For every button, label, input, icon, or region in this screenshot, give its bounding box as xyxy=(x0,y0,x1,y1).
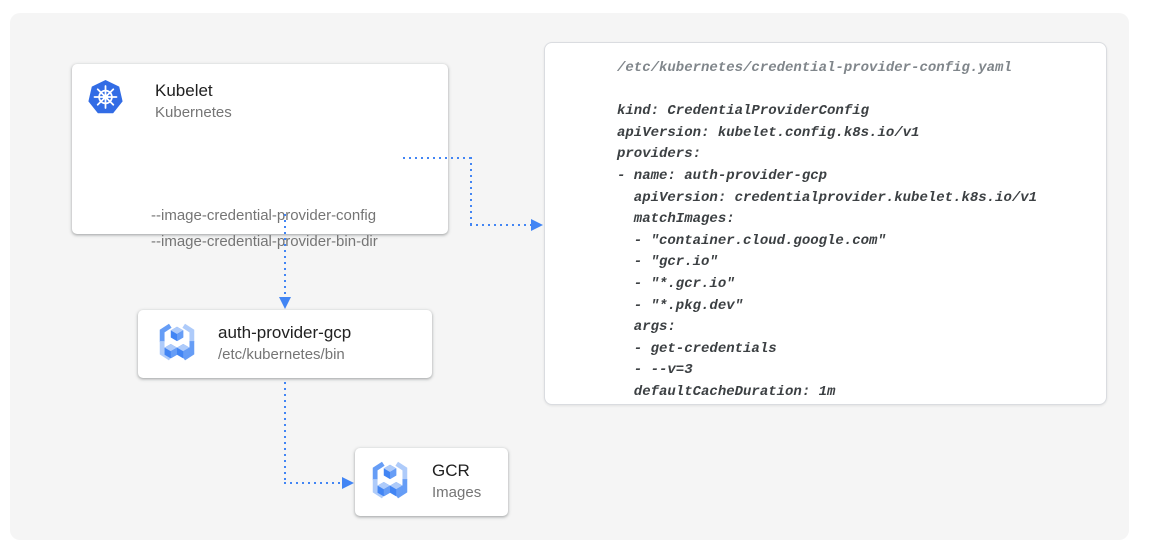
flag-credential-provider-bin-dir: --image-credential-provider-bin-dir xyxy=(151,233,378,250)
kubelet-flags: --image-credential-provider-config --ima… xyxy=(151,203,378,255)
connector-config-to-yaml-seg3 xyxy=(470,224,531,226)
gcr-title: GCR xyxy=(432,461,470,480)
connector-config-to-yaml-seg2 xyxy=(470,157,472,225)
config-code-lines: kind: CredentialProviderConfig apiVersion… xyxy=(617,101,1106,403)
config-code-line: matchImages: xyxy=(617,211,735,228)
connector-kubelet-to-auth xyxy=(284,214,286,297)
flag-credential-provider-config: --image-credential-provider-config xyxy=(151,207,377,224)
connector-config-to-yaml-seg1 xyxy=(403,157,472,159)
auth-provider-title: auth-provider-gcp xyxy=(218,323,352,342)
config-code-line: - "container.cloud.google.com" xyxy=(617,232,886,249)
config-code-line: providers: xyxy=(617,146,702,163)
kubernetes-icon xyxy=(88,80,123,114)
arrowhead-to-auth-icon xyxy=(279,297,291,309)
connector-auth-to-gcr-seg2 xyxy=(284,482,342,484)
arrowhead-to-yaml-icon xyxy=(531,219,543,231)
config-code-line: - name: auth-provider-gcp xyxy=(617,167,828,184)
config-file-path: /etc/kubernetes/credential-provider-conf… xyxy=(617,60,1012,76)
arrowhead-to-gcr-icon xyxy=(342,477,354,489)
config-code-line: - --v=3 xyxy=(617,362,693,379)
config-code-line: - "gcr.io" xyxy=(617,254,718,271)
config-code-line: - "*.pkg.dev" xyxy=(617,297,744,314)
config-code-line: defaultCacheDuration: 1m xyxy=(617,383,836,400)
container-registry-icon xyxy=(372,461,408,499)
config-code-line: - "*.gcr.io" xyxy=(617,275,735,292)
config-code-line: apiVersion: kubelet.config.k8s.io/v1 xyxy=(617,124,920,141)
config-code-line: apiVersion: credentialprovider.kubelet.k… xyxy=(617,189,1038,206)
gcr-card: GCR Images xyxy=(355,448,508,516)
config-code-line: - get-credentials xyxy=(617,340,777,357)
auth-provider-card: auth-provider-gcp /etc/kubernetes/bin xyxy=(138,310,432,378)
config-file-card: /etc/kubernetes/credential-provider-conf… xyxy=(544,42,1107,405)
kubelet-card: Kubelet Kubernetes --image-credential-pr… xyxy=(72,64,448,250)
kubelet-subtitle: Kubernetes xyxy=(155,104,232,121)
container-registry-icon xyxy=(159,323,195,361)
config-code-line: args: xyxy=(617,319,676,336)
kubelet-title: Kubelet xyxy=(155,81,213,100)
config-code-line: kind: CredentialProviderConfig xyxy=(617,103,870,120)
auth-provider-path: /etc/kubernetes/bin xyxy=(218,346,345,363)
connector-auth-to-gcr-seg1 xyxy=(284,382,286,482)
gcr-subtitle: Images xyxy=(432,484,482,501)
